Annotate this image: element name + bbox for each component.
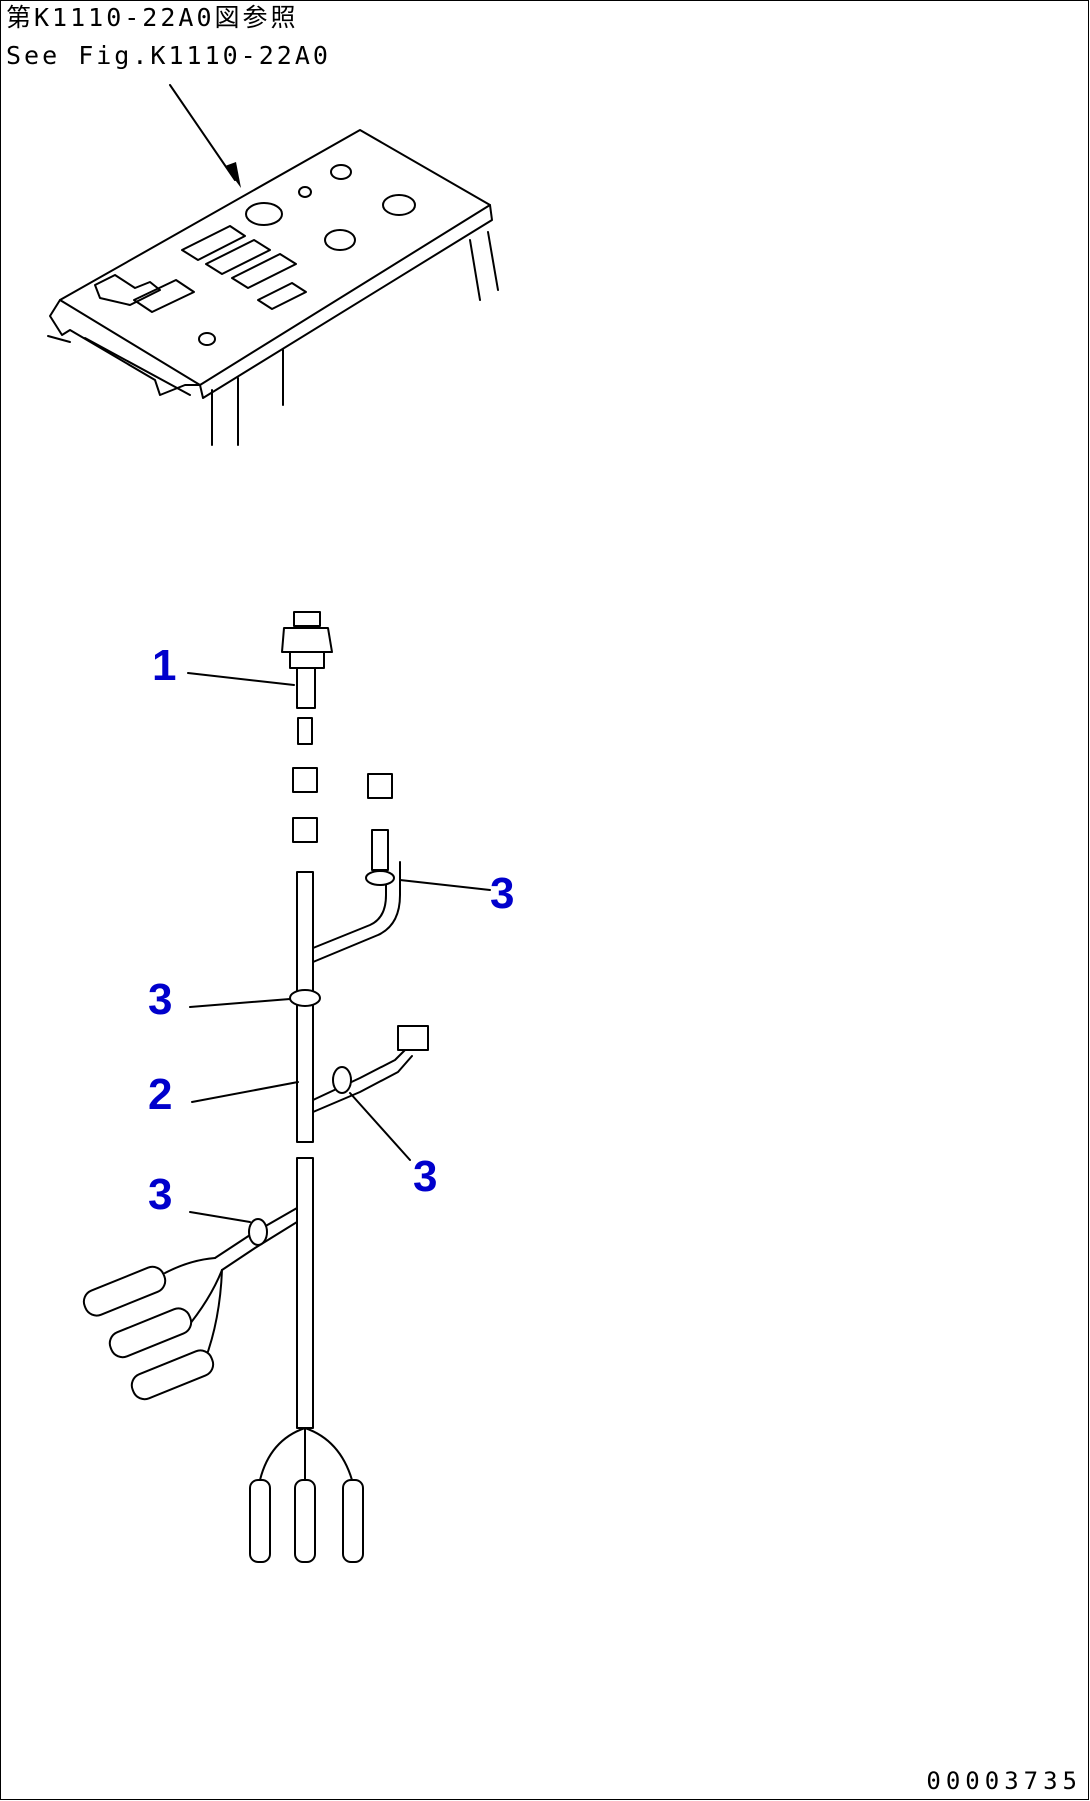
callout-3a: 3 [490, 869, 515, 918]
reference-arrow [169, 84, 241, 188]
reference-english: See Fig.K1110-22A0 [6, 41, 331, 70]
bottom-terminals [249, 1427, 364, 1563]
callout-2: 2 [148, 1070, 173, 1119]
callout-3b: 3 [148, 975, 173, 1024]
pressure-switch [281, 611, 333, 709]
connectors [292, 717, 429, 1051]
document-number: 00003735 [926, 1767, 1082, 1795]
callout-3d: 3 [148, 1170, 173, 1219]
console-panel [47, 129, 499, 446]
left-terminals [82, 1257, 223, 1401]
callout-leaders [187, 672, 491, 1223]
callout-1: 1 [152, 641, 177, 690]
reference-japanese: 第K1110-22A0図参照 [6, 3, 299, 32]
callout-3c: 3 [413, 1152, 438, 1201]
clamps [248, 870, 395, 1246]
